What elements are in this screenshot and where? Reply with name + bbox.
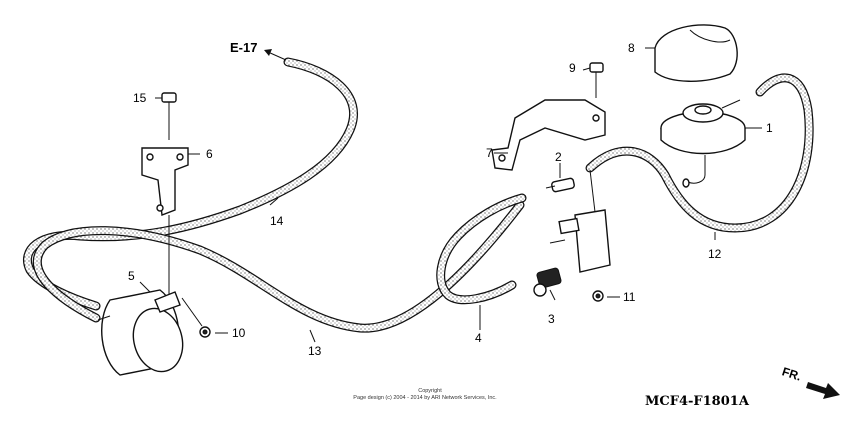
part-label-9[interactable]: 9 — [569, 61, 576, 75]
solenoid-valve-3[interactable] — [533, 169, 611, 297]
e17-arrow — [264, 49, 287, 61]
hose-12[interactable] — [585, 73, 814, 233]
part-label-8[interactable]: 8 — [628, 41, 635, 55]
copyright-line-1: Copyright — [418, 388, 442, 394]
nut-10[interactable] — [181, 297, 211, 338]
hose-13[interactable] — [32, 200, 525, 333]
part-label-5[interactable]: 5 — [128, 269, 135, 283]
part-label-4[interactable]: 4 — [475, 331, 482, 345]
copyright-line-2: Page design (c) 2004 - 2014 by ARI Netwo… — [353, 395, 497, 401]
air-valve-1[interactable] — [660, 99, 746, 188]
joint-2[interactable] — [545, 177, 575, 193]
part-label-1[interactable]: 1 — [766, 121, 773, 135]
ref-e17-label[interactable]: E-17 — [230, 40, 258, 55]
canister-5[interactable] — [97, 215, 189, 377]
fr-arrow-icon — [806, 382, 840, 399]
part-label-15[interactable]: 15 — [133, 91, 147, 105]
diagram-code: MCF4-F1801A — [645, 394, 749, 409]
part-label-14[interactable]: 14 — [270, 214, 284, 228]
bolt-15[interactable] — [161, 92, 177, 140]
nut-11[interactable] — [592, 290, 604, 302]
leader-lines — [139, 47, 762, 343]
hose-4[interactable] — [436, 193, 527, 305]
part-label-7[interactable]: 7 — [486, 146, 493, 160]
part-label-12[interactable]: 12 — [708, 247, 722, 261]
part-label-10[interactable]: 10 — [232, 326, 246, 340]
part-label-13[interactable]: 13 — [308, 344, 322, 358]
hose-14[interactable] — [23, 57, 359, 311]
part-label-3[interactable]: 3 — [548, 312, 555, 326]
bracket-7[interactable] — [491, 99, 606, 171]
bolt-9[interactable] — [589, 62, 604, 98]
part-label-6[interactable]: 6 — [206, 147, 213, 161]
part-label-11[interactable]: 11 — [623, 290, 636, 304]
bracket-6[interactable] — [141, 147, 189, 216]
cover-cap-8[interactable] — [654, 24, 738, 82]
part-label-2[interactable]: 2 — [555, 150, 562, 164]
